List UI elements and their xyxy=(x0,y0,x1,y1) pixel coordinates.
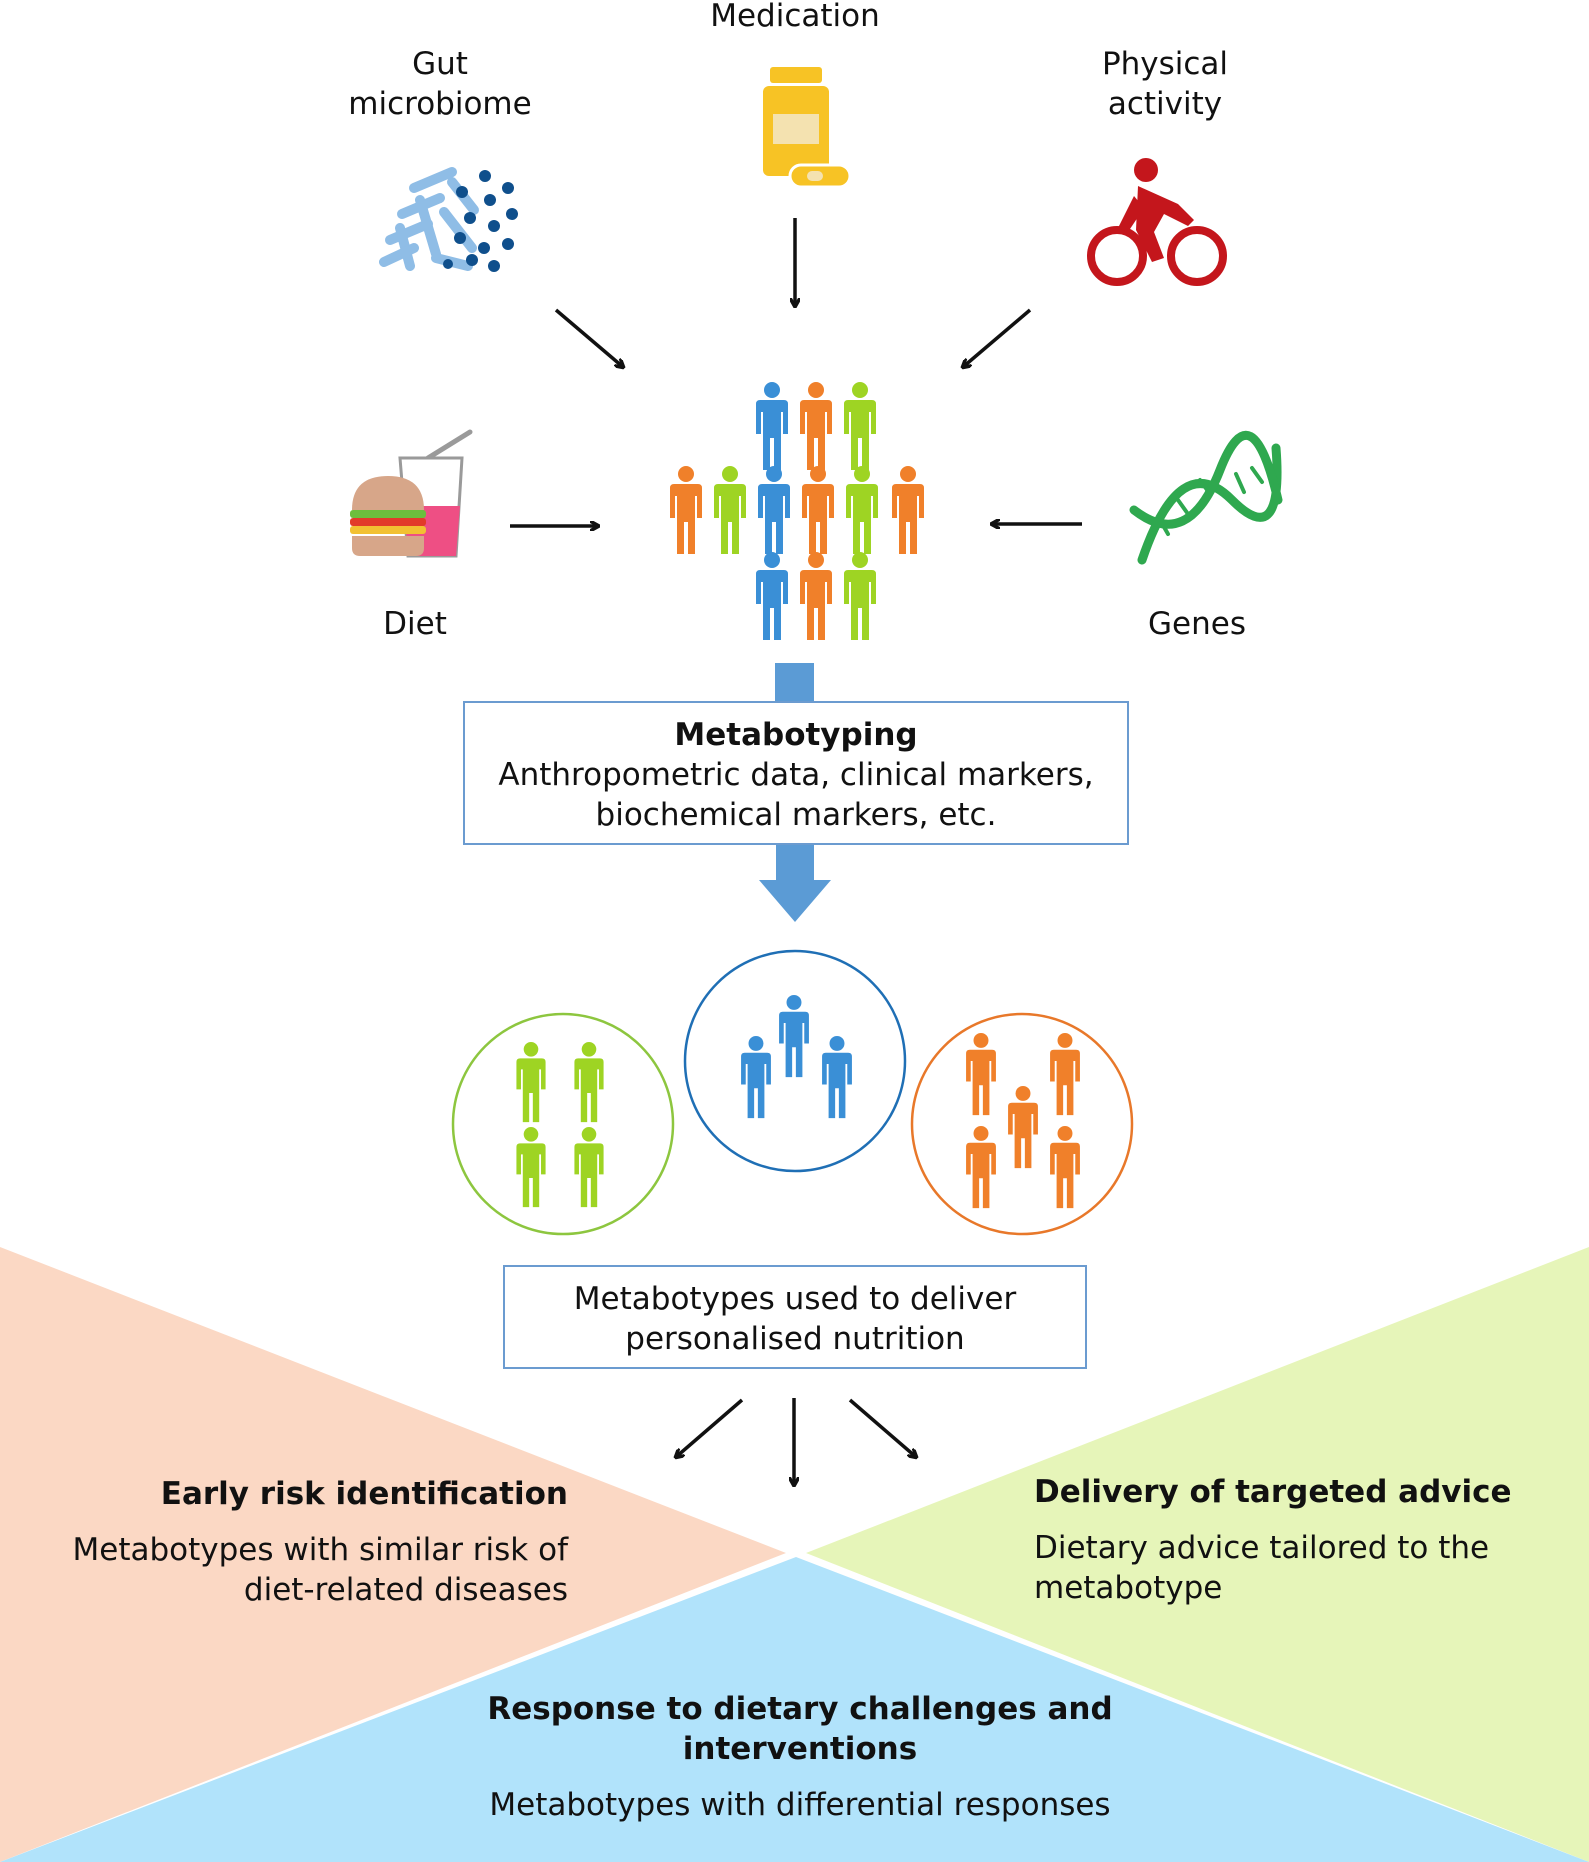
person-icon xyxy=(966,1126,996,1209)
label-diet: Diet xyxy=(383,606,447,642)
label-gut-microbiome: Gut microbiome xyxy=(348,46,532,122)
early-risk-line-1: Metabotypes with similar risk of xyxy=(72,1532,568,1568)
response-title-line-1: Response to dietary challenges and xyxy=(487,1691,1113,1727)
label-genes: Genes xyxy=(1148,606,1246,642)
pill-bottle-icon xyxy=(763,67,852,189)
personalised-nutrition-box: Metabotypes used to deliver personalised… xyxy=(503,1265,1087,1369)
person-icon xyxy=(574,1127,604,1208)
cyclist-icon xyxy=(1087,158,1227,286)
early-risk-title: Early risk identification xyxy=(160,1476,568,1512)
person-icon xyxy=(741,1036,771,1119)
risk-region xyxy=(0,1247,786,1862)
person-icon xyxy=(516,1042,546,1123)
arrow-to-risk xyxy=(676,1398,744,1457)
outcome-early-risk: Early risk identification Metabotypes wi… xyxy=(60,1474,568,1610)
targeted-advice-line-2: metabotype xyxy=(1034,1570,1223,1606)
person-icon xyxy=(756,382,788,470)
advice-region xyxy=(806,1247,1589,1862)
flow-arrow-down xyxy=(759,844,831,922)
person-icon xyxy=(892,466,924,554)
person-icon xyxy=(756,552,788,640)
person-icon xyxy=(1050,1033,1080,1116)
person-icon xyxy=(802,466,834,554)
response-region xyxy=(0,1557,1589,1862)
metabotype-circle-orange xyxy=(910,1012,1134,1236)
person-icon xyxy=(846,466,878,554)
arrow-to-advice xyxy=(848,1398,916,1457)
response-line-1: Metabotypes with differential responses xyxy=(489,1787,1111,1823)
burger-drink-icon xyxy=(350,429,473,558)
delivery-line-1: Metabotypes used to deliver xyxy=(573,1281,1017,1317)
delivery-line-2: personalised nutrition xyxy=(625,1321,965,1357)
person-icon xyxy=(1008,1086,1038,1169)
microbe-icon xyxy=(379,167,518,272)
person-icon xyxy=(779,995,809,1078)
person-icon xyxy=(800,552,832,640)
metabotyping-title: Metabotyping xyxy=(674,717,918,753)
arrow-microbiome xyxy=(554,308,623,367)
label-medication: Medication xyxy=(710,0,880,34)
outcome-targeted-advice: Delivery of targeted advice Dietary advi… xyxy=(1034,1472,1534,1608)
person-icon xyxy=(670,466,702,554)
response-title-line-2: interventions xyxy=(682,1731,918,1767)
inflow-arrows xyxy=(510,218,1082,526)
outflow-arrows xyxy=(676,1398,916,1485)
dna-icon xyxy=(1129,431,1283,565)
outcome-response: Response to dietary challenges and inter… xyxy=(420,1689,1180,1825)
person-icon xyxy=(966,1033,996,1116)
person-icon xyxy=(516,1127,546,1208)
metabotyping-box: Metabotyping Anthropometric data, clinic… xyxy=(463,701,1129,845)
person-icon xyxy=(844,382,876,470)
metabotype-circle-green xyxy=(451,1012,675,1236)
person-icon xyxy=(822,1036,852,1119)
metabotyping-line-1: Anthropometric data, clinical markers, xyxy=(498,757,1094,793)
person-icon xyxy=(714,466,746,554)
person-icon xyxy=(1050,1126,1080,1209)
targeted-advice-title: Delivery of targeted advice xyxy=(1034,1474,1512,1510)
person-icon xyxy=(758,466,790,554)
targeted-advice-line-1: Dietary advice tailored to the xyxy=(1034,1530,1490,1566)
early-risk-line-2: diet-related diseases xyxy=(243,1572,568,1608)
metabotype-circle-blue xyxy=(683,949,907,1173)
person-icon xyxy=(800,382,832,470)
person-icon xyxy=(844,552,876,640)
label-physical-activity: Physical activity xyxy=(1101,46,1229,122)
metabotyping-line-2: biochemical markers, etc. xyxy=(595,797,997,833)
person-icon xyxy=(574,1042,604,1123)
flow-connector-top xyxy=(775,663,814,705)
arrow-activity xyxy=(963,308,1032,367)
